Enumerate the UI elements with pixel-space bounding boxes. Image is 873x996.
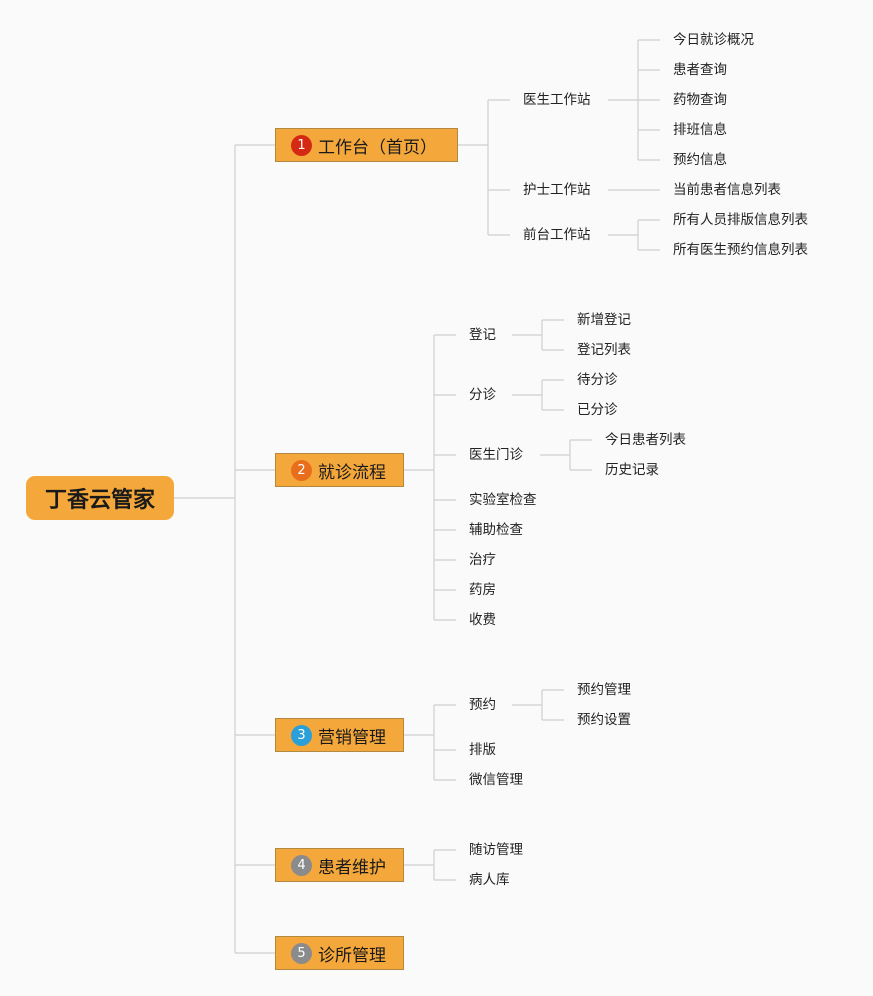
- leaf-node[interactable]: 待分诊: [577, 372, 618, 388]
- node-doctor-station[interactable]: 医生工作站: [523, 92, 591, 108]
- leaf-node[interactable]: 预约信息: [673, 152, 727, 168]
- leaf-node[interactable]: 今日就诊概况: [673, 32, 754, 48]
- branch-visit-flow[interactable]: 2 就诊流程: [275, 453, 404, 487]
- branch-marketing[interactable]: 3 营销管理: [275, 718, 404, 752]
- leaf-node[interactable]: 所有人员排版信息列表: [673, 212, 808, 228]
- node-nurse-station[interactable]: 护士工作站: [523, 182, 591, 198]
- leaf-node[interactable]: 治疗: [469, 552, 496, 568]
- branch-label: 诊所管理: [318, 945, 386, 966]
- leaf-node[interactable]: 当前患者信息列表: [673, 182, 781, 198]
- leaf-node[interactable]: 登记列表: [577, 342, 631, 358]
- node-triage[interactable]: 分诊: [469, 387, 496, 403]
- branch-label: 患者维护: [318, 857, 386, 878]
- leaf-node[interactable]: 微信管理: [469, 772, 523, 788]
- leaf-node[interactable]: 排班信息: [673, 122, 727, 138]
- branch-patient-care[interactable]: 4 患者维护: [275, 848, 404, 882]
- branch-workbench[interactable]: 1 工作台（首页）: [275, 128, 458, 162]
- leaf-node[interactable]: 药物查询: [673, 92, 727, 108]
- number-badge-1: 1: [291, 134, 312, 156]
- node-appointment[interactable]: 预约: [469, 697, 496, 713]
- leaf-node[interactable]: 收费: [469, 612, 496, 628]
- leaf-node[interactable]: 排版: [469, 742, 496, 758]
- leaf-node[interactable]: 今日患者列表: [605, 432, 686, 448]
- number-badge-5: 5: [291, 942, 312, 964]
- leaf-node[interactable]: 实验室检查: [469, 492, 537, 508]
- leaf-node[interactable]: 病人库: [469, 872, 510, 888]
- leaf-node[interactable]: 辅助检查: [469, 522, 523, 538]
- number-badge-3: 3: [291, 724, 312, 746]
- leaf-node[interactable]: 药房: [469, 582, 496, 598]
- node-register[interactable]: 登记: [469, 327, 496, 343]
- root-node[interactable]: 丁香云管家: [26, 476, 174, 520]
- branch-label: 营销管理: [318, 727, 386, 748]
- node-doctor-clinic[interactable]: 医生门诊: [469, 447, 523, 463]
- branch-label: 就诊流程: [318, 462, 386, 483]
- leaf-node[interactable]: 已分诊: [577, 402, 618, 418]
- number-badge-2: 2: [291, 459, 312, 481]
- leaf-node[interactable]: 随访管理: [469, 842, 523, 858]
- leaf-node[interactable]: 患者查询: [673, 62, 727, 78]
- leaf-node[interactable]: 历史记录: [605, 462, 659, 478]
- leaf-node[interactable]: 预约管理: [577, 682, 631, 698]
- leaf-node[interactable]: 新增登记: [577, 312, 631, 328]
- leaf-node[interactable]: 预约设置: [577, 712, 631, 728]
- leaf-node[interactable]: 所有医生预约信息列表: [673, 242, 808, 258]
- branch-clinic-admin[interactable]: 5 诊所管理: [275, 936, 404, 970]
- branch-label: 工作台（首页）: [318, 137, 437, 158]
- node-front-desk-station[interactable]: 前台工作站: [523, 227, 591, 243]
- number-badge-4: 4: [291, 854, 312, 876]
